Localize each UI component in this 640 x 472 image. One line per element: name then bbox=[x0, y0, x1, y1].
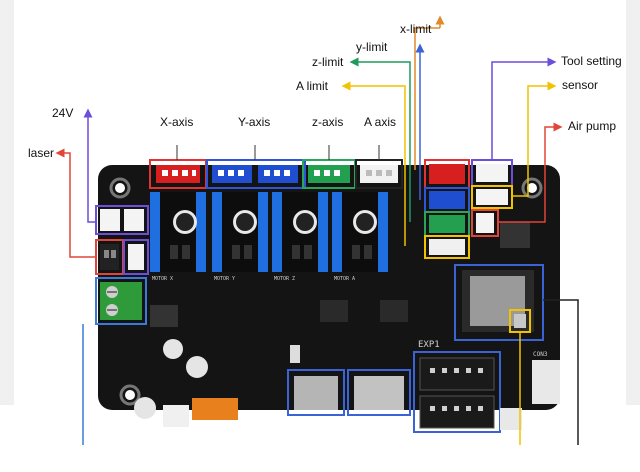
sensor-label: sensor bbox=[562, 78, 599, 92]
mount-hole bbox=[119, 384, 141, 406]
z-limit-label: z-limit bbox=[312, 55, 344, 69]
mount-hole bbox=[109, 177, 131, 199]
motor-a-silk: MOTOR A bbox=[334, 276, 355, 282]
left-margin-strip bbox=[0, 0, 14, 405]
button bbox=[290, 345, 300, 363]
laser-label: laser bbox=[28, 146, 55, 160]
motor-x-silk: MOTOR X bbox=[152, 276, 173, 282]
regulator bbox=[150, 305, 178, 327]
con3-silk: CON3 bbox=[533, 351, 548, 358]
power-terminal-block bbox=[95, 277, 147, 325]
motor-y-silk: MOTOR Y bbox=[214, 276, 235, 282]
driver-socket-a bbox=[332, 192, 388, 272]
right-margin-strip bbox=[626, 0, 640, 405]
tool-setting-label: Tool setting bbox=[561, 54, 622, 68]
air-pump-label: Air pump bbox=[568, 119, 617, 133]
air-pump-leader bbox=[498, 122, 563, 223]
small-connector bbox=[163, 405, 189, 427]
a-limit-connector bbox=[424, 235, 470, 259]
laser-leader bbox=[55, 148, 96, 258]
y-limit-connector bbox=[424, 187, 470, 213]
laser-connector bbox=[95, 239, 149, 275]
tool-setting-leader bbox=[491, 57, 557, 160]
sd-slot bbox=[354, 376, 404, 410]
z-limit-leader bbox=[349, 57, 411, 222]
24v-label: 24V bbox=[52, 106, 74, 120]
usb-port bbox=[294, 376, 338, 410]
y-axis-label: Y-axis bbox=[238, 115, 271, 129]
x-limit-label: x-limit bbox=[400, 22, 432, 36]
driver-socket-y bbox=[212, 192, 268, 272]
capacitor bbox=[163, 339, 183, 359]
a-limit-label: A limit bbox=[296, 79, 329, 93]
a-axis-label: A axis bbox=[364, 115, 397, 129]
con3-connector bbox=[532, 360, 560, 404]
exp1-silk: EXP1 bbox=[418, 340, 440, 350]
driver-socket-x bbox=[150, 192, 206, 272]
x-limit-leader bbox=[414, 27, 440, 170]
wifi-module bbox=[454, 264, 544, 341]
mount-hole-center bbox=[125, 390, 135, 400]
z-axis-label: z-axis bbox=[312, 115, 344, 129]
sd-slot-outline bbox=[347, 369, 411, 416]
mosfet bbox=[500, 222, 530, 248]
wifi-leader bbox=[543, 299, 579, 445]
x-limit-connector bbox=[424, 159, 470, 189]
mount-hole-center bbox=[527, 183, 537, 193]
24v-leader bbox=[83, 108, 96, 223]
y-limit-label: y-limit bbox=[356, 40, 388, 54]
exp1-header bbox=[413, 351, 501, 433]
a-limit-leader bbox=[341, 81, 406, 246]
x-axis-label: X-axis bbox=[160, 115, 194, 129]
capacitor bbox=[134, 397, 156, 419]
a-axis-connector bbox=[355, 159, 403, 189]
mount-hole-center bbox=[115, 183, 125, 193]
sensor-connector bbox=[471, 185, 513, 209]
24v-connector bbox=[95, 205, 149, 235]
ic-chip bbox=[320, 300, 348, 322]
driver-socket-z bbox=[272, 192, 328, 272]
xt60-connector bbox=[192, 398, 238, 420]
air-pump-connector bbox=[471, 209, 499, 237]
capacitor bbox=[186, 356, 208, 378]
sensor-leader bbox=[512, 81, 557, 197]
motor-z-silk: MOTOR Z bbox=[274, 276, 295, 282]
usb-port-outline bbox=[287, 369, 345, 416]
ic-chip bbox=[380, 300, 408, 322]
y-axis-connector bbox=[206, 159, 306, 189]
small-connector bbox=[500, 408, 522, 430]
mount-hole bbox=[521, 177, 543, 199]
z-limit-connector bbox=[424, 211, 470, 237]
